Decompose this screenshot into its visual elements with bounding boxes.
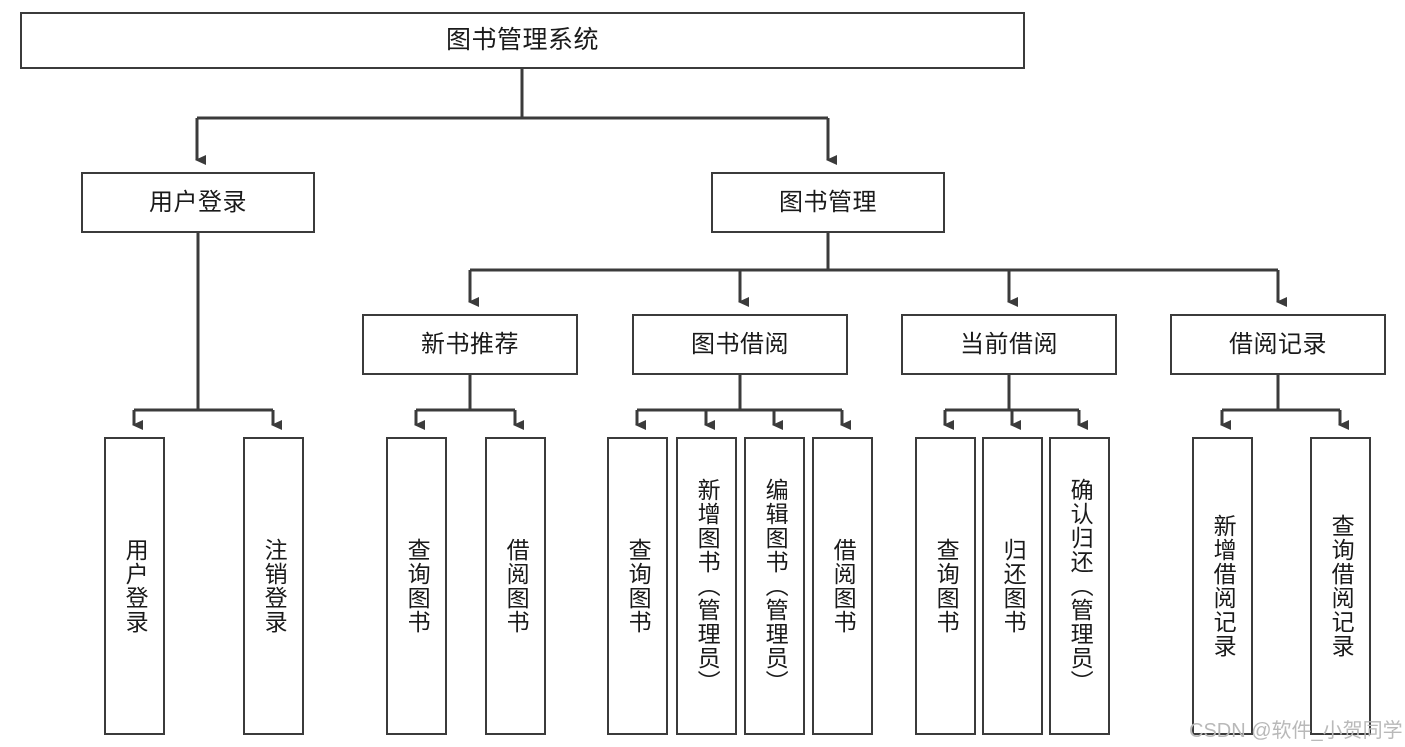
leaf-borrow-edit-book[interactable]: 编辑图书（管理员） bbox=[744, 437, 805, 735]
node-label: 编辑图书（管理员） bbox=[762, 478, 789, 694]
node-label: 新书推荐 bbox=[421, 330, 519, 358]
node-label: 新增借阅记录 bbox=[1210, 514, 1237, 658]
leaf-recommend-borrow-book[interactable]: 借阅图书 bbox=[485, 437, 546, 735]
node-book-borrow[interactable]: 图书借阅 bbox=[632, 314, 848, 375]
node-label: 用户登录 bbox=[122, 538, 149, 634]
node-label: 查询图书 bbox=[933, 538, 960, 634]
leaf-recommend-query-book[interactable]: 查询图书 bbox=[386, 437, 447, 735]
leaf-current-confirm-return[interactable]: 确认归还（管理员） bbox=[1049, 437, 1110, 735]
leaf-borrow-add-book[interactable]: 新增图书（管理员） bbox=[676, 437, 737, 735]
leaf-user-login[interactable]: 用户登录 bbox=[104, 437, 165, 735]
node-book-management[interactable]: 图书管理 bbox=[711, 172, 945, 233]
node-root-system[interactable]: 图书管理系统 bbox=[20, 12, 1025, 69]
leaf-borrow-query-book[interactable]: 查询图书 bbox=[607, 437, 668, 735]
node-label: 查询图书 bbox=[404, 538, 431, 634]
leaf-borrow-borrow-book[interactable]: 借阅图书 bbox=[812, 437, 873, 735]
node-label: 借阅图书 bbox=[830, 538, 857, 634]
node-label: 图书管理系统 bbox=[445, 26, 599, 55]
node-label: 当前借阅 bbox=[960, 330, 1058, 358]
node-label: 查询借阅记录 bbox=[1328, 514, 1355, 658]
node-label: 借阅记录 bbox=[1229, 330, 1327, 358]
node-label: 查询图书 bbox=[625, 538, 652, 634]
node-label: 图书借阅 bbox=[691, 330, 789, 358]
node-label: 注销登录 bbox=[261, 538, 288, 634]
leaf-record-query[interactable]: 查询借阅记录 bbox=[1310, 437, 1371, 735]
node-user-login[interactable]: 用户登录 bbox=[81, 172, 315, 233]
leaf-current-return-book[interactable]: 归还图书 bbox=[982, 437, 1043, 735]
node-new-book-recommend[interactable]: 新书推荐 bbox=[362, 314, 578, 375]
leaf-user-logout[interactable]: 注销登录 bbox=[243, 437, 304, 735]
node-borrow-record[interactable]: 借阅记录 bbox=[1170, 314, 1386, 375]
node-label: 归还图书 bbox=[1000, 538, 1027, 634]
node-label: 图书管理 bbox=[779, 188, 877, 216]
leaf-record-add[interactable]: 新增借阅记录 bbox=[1192, 437, 1253, 735]
node-label: 借阅图书 bbox=[503, 538, 530, 634]
csdn-watermark: CSDN @软件_小贺同学 bbox=[1189, 720, 1403, 742]
node-label: 新增图书（管理员） bbox=[694, 478, 721, 694]
node-label: 用户登录 bbox=[149, 188, 247, 216]
leaf-current-query-book[interactable]: 查询图书 bbox=[915, 437, 976, 735]
node-current-borrow[interactable]: 当前借阅 bbox=[901, 314, 1117, 375]
node-label: 确认归还（管理员） bbox=[1067, 478, 1094, 694]
